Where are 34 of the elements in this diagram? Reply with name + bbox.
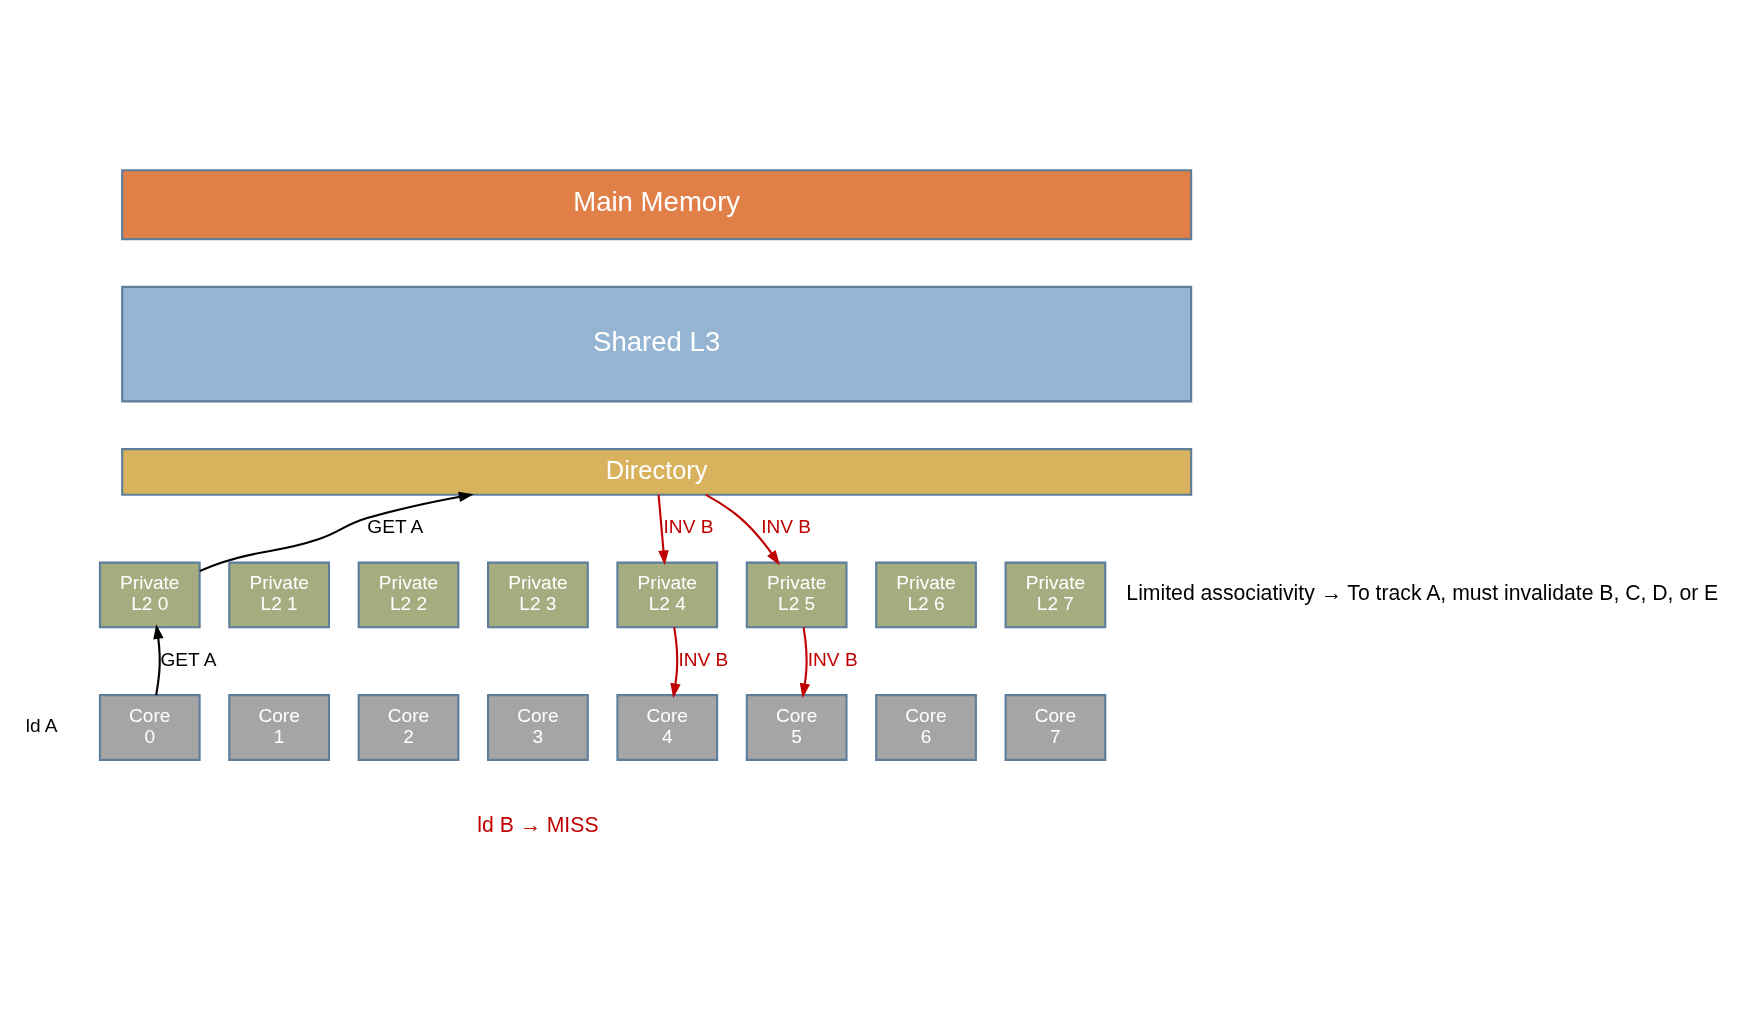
node-box: Private L2 6	[875, 561, 977, 628]
arrow	[153, 623, 164, 695]
node-label: ld A	[25, 714, 58, 736]
edge-label: INV B	[663, 515, 714, 537]
arrow	[657, 494, 669, 565]
node-box: Private L2 5	[745, 561, 848, 628]
edge-label: INV B	[761, 515, 811, 537]
node-box: Shared L3	[121, 285, 1193, 402]
node-box: Private L2 2	[357, 561, 460, 628]
arrow	[199, 491, 474, 572]
node-box: Core 7	[1004, 693, 1107, 761]
arrow	[705, 493, 780, 565]
node-box: Core 2	[357, 693, 460, 761]
node-box: Private L2 7	[1004, 561, 1107, 628]
edge-label: GET A	[160, 648, 217, 670]
node-box: Core 1	[228, 693, 331, 761]
node-box: Main Memory	[121, 168, 1193, 240]
node-box: Core 6	[875, 693, 977, 761]
edge-label: INV B	[678, 648, 729, 670]
node-box: Core 5	[745, 693, 848, 761]
node-box: Private L2 1	[228, 561, 331, 628]
label: Limited associativity → To track A, must invalidate B, C, D, or E	[1126, 580, 1719, 604]
node-box: Core 4	[616, 693, 719, 761]
edge-label: INV B	[807, 648, 858, 670]
edge-label: GET A	[367, 515, 424, 537]
node-box: Core 3	[487, 693, 589, 761]
arrow	[799, 626, 811, 698]
label: ld B → MISS	[477, 812, 599, 836]
node-box: Core 0	[98, 693, 201, 761]
node-box: Directory	[121, 447, 1193, 496]
node-box: Private L2 0	[98, 561, 201, 628]
node-box: Private L2 3	[487, 561, 589, 628]
node-box: Private L2 4	[616, 561, 719, 628]
arrow	[670, 626, 681, 698]
